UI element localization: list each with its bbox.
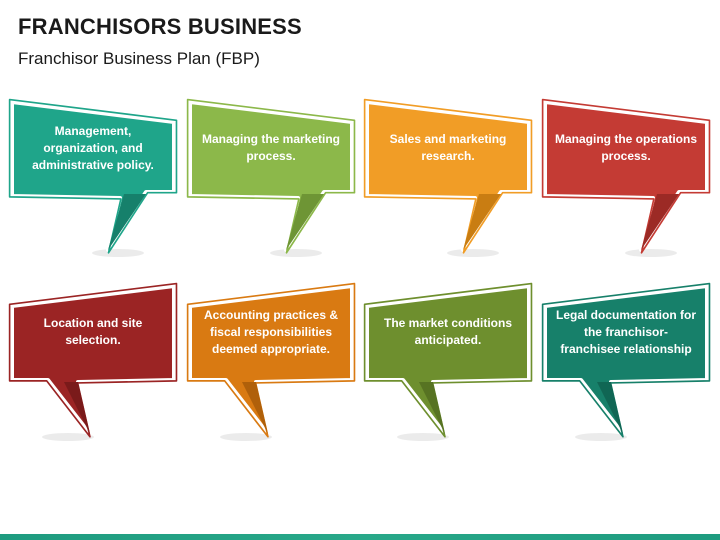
callout-shape <box>8 282 178 441</box>
callout-bubble-2: Managing the marketing process. <box>186 98 356 260</box>
callout-bubble-6: Accounting practices & fiscal responsibi… <box>186 282 356 444</box>
callout-bubble-8: Legal documentation for the franchisor-f… <box>541 282 711 444</box>
callout-bubble-1: Management, organization, and administra… <box>8 98 178 260</box>
bottom-accent-bar <box>0 534 720 540</box>
callout-text: Managing the operations process. <box>555 132 698 163</box>
tail-shadow <box>42 433 94 441</box>
tail-shadow <box>397 433 449 441</box>
callout-shape <box>363 98 533 257</box>
callout-text: Accounting practices & fiscal responsibi… <box>203 307 339 356</box>
callout-bubble-3: Sales and marketing research. <box>363 98 533 260</box>
tail-shadow <box>575 433 627 441</box>
callout-text: The market conditions anticipated. <box>383 316 513 347</box>
callout-text: Location and site selection. <box>43 316 143 347</box>
tail-fold <box>641 194 679 250</box>
callout-frame <box>541 98 711 254</box>
callout-shape <box>186 98 356 257</box>
callout-shape <box>186 282 356 441</box>
callout-frame <box>186 98 356 254</box>
callout-shape <box>8 98 178 257</box>
tail-fold <box>597 382 623 434</box>
callout-bubble-4: Managing the operations process. <box>541 98 711 260</box>
tail-fold <box>64 382 90 434</box>
callout-text: Management, organization, and administra… <box>32 123 154 172</box>
callout-shape <box>541 282 711 441</box>
callout-frame <box>8 98 178 254</box>
callout-shape <box>541 98 711 257</box>
callout-bubble-5: Location and site selection. <box>8 282 178 444</box>
callout-text: Sales and marketing research. <box>389 132 507 163</box>
tail-shadow <box>447 249 499 257</box>
tail-fold <box>242 382 268 434</box>
tail-fold <box>463 194 501 250</box>
callout-text: Legal documentation for the franchisor-f… <box>555 307 696 356</box>
tail-shadow <box>625 249 677 257</box>
tail-fold <box>419 382 445 434</box>
callout-frame <box>363 98 533 254</box>
tail-fold <box>286 194 324 250</box>
callout-text: Managing the marketing process. <box>201 132 341 163</box>
callout-shape <box>363 282 533 441</box>
page-subtitle: Franchisor Business Plan (FBP) <box>18 49 260 68</box>
tail-shadow <box>270 249 322 257</box>
callout-bubble-7: The market conditions anticipated. <box>363 282 533 444</box>
tail-shadow <box>220 433 272 441</box>
tail-shadow <box>92 249 144 257</box>
page-title: FRANCHISORS BUSINESS <box>18 14 302 39</box>
tail-fold <box>108 194 146 250</box>
